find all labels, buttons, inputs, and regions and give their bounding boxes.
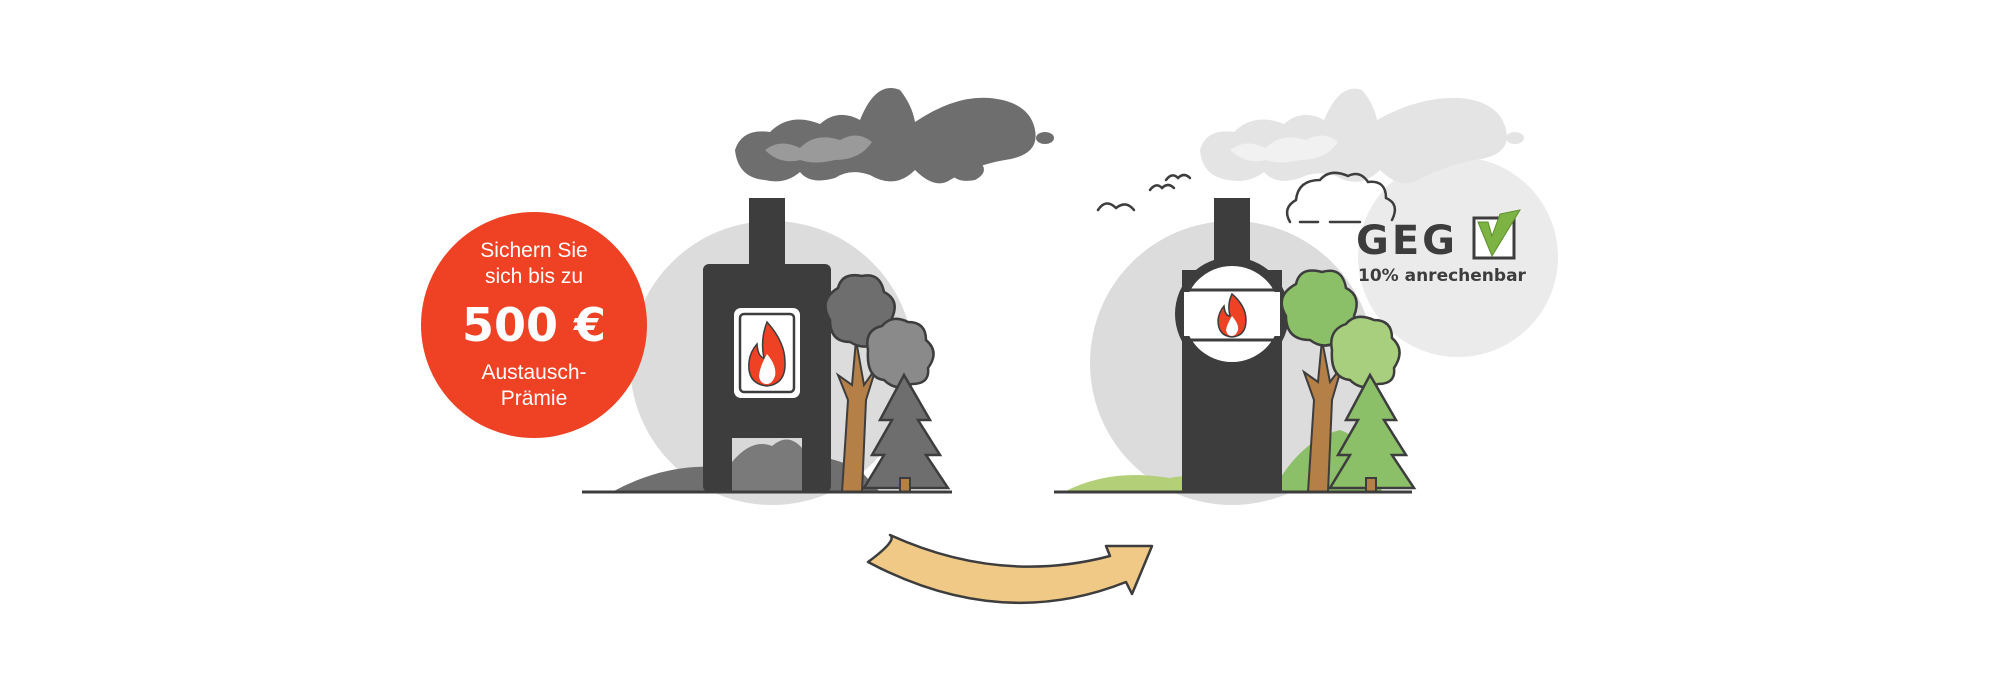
promo-amount: 500 € [461,297,607,352]
light-smoke-icon [1200,88,1524,184]
geg-label: GEG [1356,218,1458,264]
promo-badge [421,212,647,438]
cloud-icon [1285,171,1397,224]
gray-tree-icon [824,274,951,493]
old-stove-scene [421,88,1054,505]
new-flame-icon [1217,292,1247,338]
promo-line-2: sich bis zu [484,264,584,288]
promo-line-1: Sichern Sie [480,238,588,262]
promo-text: Sichern Sie sich bis zu 500 € Austausch-… [424,213,644,436]
arrow-icon [866,533,1154,605]
dark-smoke-icon [735,88,1054,184]
promo-line-4: Prämie [500,386,568,410]
old-flame-icon [748,320,786,387]
geg-backdrop [1358,157,1558,357]
tree-icon [1280,269,1417,493]
bird-icon [1096,173,1192,212]
green-hill [1064,475,1200,492]
geg-subtitle: 10% anrechenbar [1358,266,1526,286]
promo-line-3: Austausch- [481,360,587,384]
checkmark-icon [1472,209,1522,260]
new-stove-scene [1054,88,1558,505]
